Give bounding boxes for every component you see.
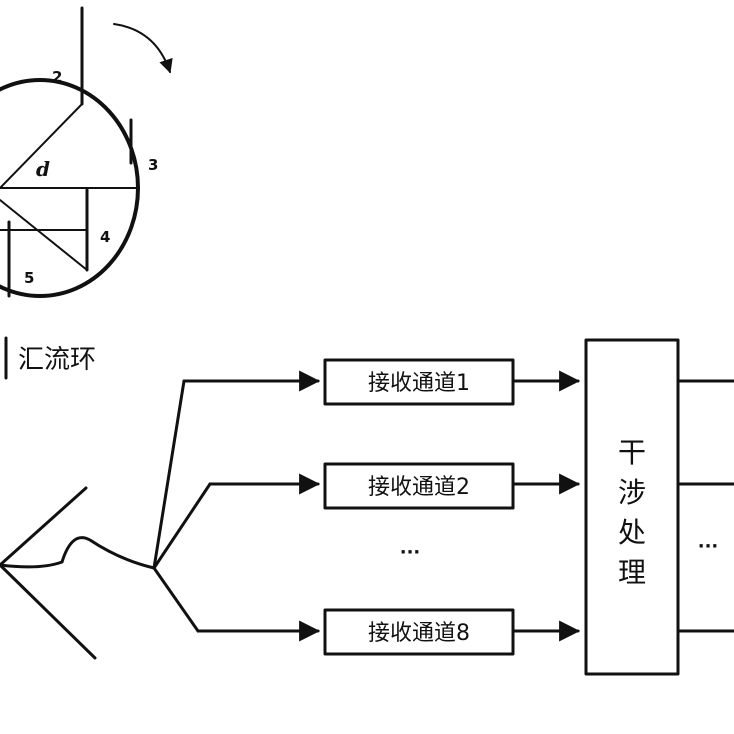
antenna-label-5: 5 bbox=[24, 269, 34, 287]
processor-label: 干涉处理 bbox=[618, 436, 646, 589]
splitter-branch bbox=[152, 482, 212, 570]
channel-outputs bbox=[511, 370, 581, 642]
ring-ellipse bbox=[0, 78, 140, 298]
splitter-branch bbox=[152, 566, 200, 633]
processor-box bbox=[584, 338, 680, 676]
processor-label-char: 涉 bbox=[618, 476, 646, 509]
processor-outputs: ··· bbox=[676, 379, 734, 633]
rotation-arrow-icon bbox=[113, 23, 173, 74]
receive-channels: 接收通道1 接收通道2 ··· 接收通道8 bbox=[323, 358, 515, 656]
splitter-branch bbox=[152, 379, 186, 570]
antenna-input bbox=[0, 370, 321, 660]
channel-label-1: 接收通道1 bbox=[368, 371, 470, 396]
legend-label: 汇流环 bbox=[18, 345, 96, 375]
antenna-ring-diagram: 2 3 4 5 d bbox=[0, 6, 173, 298]
channel-label-2: 接收通道2 bbox=[368, 475, 470, 500]
antenna-label-4: 4 bbox=[100, 228, 110, 246]
chord-line bbox=[0, 103, 83, 189]
antenna-arm bbox=[0, 563, 97, 660]
channel-box-2 bbox=[323, 462, 515, 510]
diameter-label: d bbox=[36, 157, 50, 181]
antenna-arm bbox=[0, 486, 88, 567]
processor-label-char: 处 bbox=[618, 516, 646, 549]
channel-label-8: 接收通道8 bbox=[368, 621, 470, 646]
output-ellipsis: ··· bbox=[698, 536, 719, 557]
legend: 汇流环 bbox=[4, 336, 96, 380]
feed-cable bbox=[0, 536, 156, 570]
antenna-label-3: 3 bbox=[148, 156, 158, 174]
processor-label-char: 干 bbox=[618, 436, 646, 469]
processor: 干涉处理 bbox=[584, 338, 680, 676]
processor-label-char: 理 bbox=[618, 556, 646, 589]
channel-ellipsis: ··· bbox=[400, 542, 421, 563]
antenna-label-2: 2 bbox=[52, 68, 62, 86]
chord-line bbox=[0, 199, 88, 271]
